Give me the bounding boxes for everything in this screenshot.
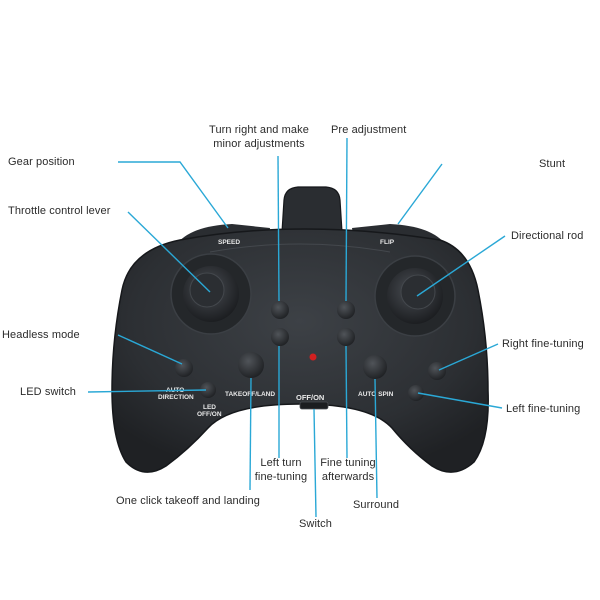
trim-button-upper-right bbox=[337, 301, 355, 319]
label-turn-right: Turn right and make minor adjustments bbox=[196, 123, 322, 151]
directional-rod-line bbox=[416, 235, 506, 297]
gear-position-line bbox=[118, 161, 229, 229]
label-left-turn-line2: fine-tuning bbox=[254, 471, 308, 483]
headless-mode-line bbox=[117, 334, 183, 365]
switch-line bbox=[313, 408, 317, 518]
off-on-text: OFF/ON bbox=[296, 393, 324, 402]
label-directional-rod: Directional rod bbox=[511, 230, 584, 242]
label-throttle-control-lever: Throttle control lever bbox=[8, 205, 111, 217]
label-pre-adjustment: Pre adjustment bbox=[331, 124, 407, 136]
label-right-fine-tuning: Right fine-tuning bbox=[502, 338, 584, 350]
label-switch: Switch bbox=[299, 518, 332, 530]
pre-adjustment-line bbox=[345, 137, 348, 302]
left-trim-button bbox=[408, 385, 424, 401]
throttle-lever-line bbox=[127, 211, 211, 293]
led-text-2: OFF/ON bbox=[197, 411, 222, 418]
label-led-switch: LED switch bbox=[20, 386, 77, 398]
label-turn-right-line1: Turn right and make bbox=[209, 124, 309, 136]
label-surround: Surround bbox=[353, 499, 400, 511]
indicator-led bbox=[309, 353, 317, 361]
label-stunt: Stunt bbox=[539, 158, 566, 170]
label-fine-tuning-afterwards-line1: Fine tuning bbox=[320, 457, 376, 469]
trim-button-lower-left bbox=[271, 328, 289, 346]
flip-text: FLIP bbox=[380, 239, 395, 246]
right-fine-tuning-line bbox=[438, 343, 499, 371]
label-left-turn: Left turn fine-tuning bbox=[246, 456, 316, 484]
label-gear-position: Gear position bbox=[8, 156, 75, 168]
label-fine-tuning-afterwards-line2: afterwards bbox=[321, 471, 375, 483]
label-turn-right-line2: minor adjustments bbox=[213, 138, 305, 150]
trim-button-lower-right bbox=[337, 328, 355, 346]
led-button bbox=[200, 382, 216, 398]
takeoff-line bbox=[249, 377, 252, 491]
takeoff-land-button bbox=[238, 352, 264, 378]
speed-text: SPEED bbox=[218, 239, 240, 246]
label-one-click-takeoff: One click takeoff and landing bbox=[116, 495, 260, 507]
turn-right-line bbox=[277, 155, 280, 302]
label-left-fine-tuning: Left fine-tuning bbox=[506, 403, 581, 415]
controller-handle bbox=[281, 186, 343, 233]
label-left-turn-line1: Left turn bbox=[260, 457, 302, 469]
trim-button-upper-left bbox=[271, 301, 289, 319]
fine-tuning-afterwards-line bbox=[345, 345, 348, 459]
right-trim-button bbox=[428, 362, 446, 380]
auto-spin-button bbox=[363, 355, 387, 379]
led-switch-line bbox=[87, 389, 207, 393]
led-text-1: LED bbox=[203, 404, 216, 411]
label-headless-mode: Headless mode bbox=[2, 329, 80, 341]
auto-direction-text-2: DIRECTION bbox=[158, 394, 194, 401]
left-fine-tuning-line bbox=[417, 392, 503, 409]
stunt-line bbox=[397, 163, 443, 225]
label-fine-tuning-afterwards: Fine tuning afterwards bbox=[313, 456, 383, 484]
surround-line bbox=[374, 378, 378, 499]
